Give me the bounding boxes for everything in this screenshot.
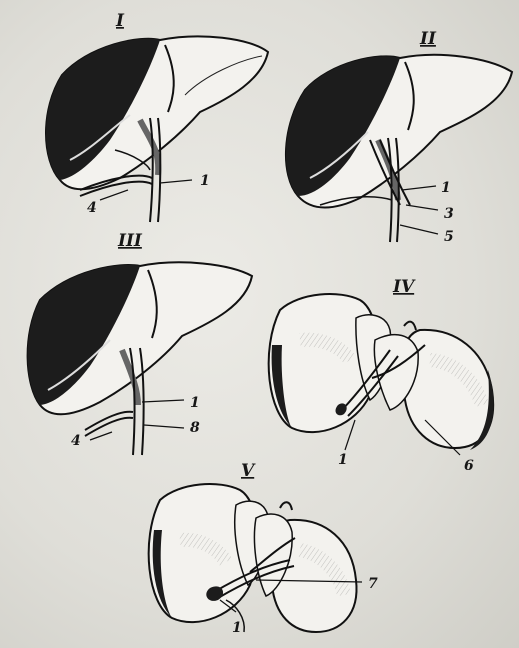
- figure-4-label: IV: [392, 277, 416, 297]
- figure-3-callout-8: 8: [190, 420, 200, 436]
- figure-3-label: III: [117, 231, 143, 251]
- figure-1-liver: [46, 36, 268, 222]
- figure-2-label: II: [419, 29, 437, 49]
- figure-1-callout-4: 4: [87, 200, 97, 216]
- figure-5-callout-7: 7: [368, 576, 378, 592]
- figure-4-liver: [269, 294, 494, 455]
- figure-1-label: I: [115, 11, 125, 31]
- figure-2-liver: [286, 55, 512, 242]
- figure-1-callout-1: 1: [200, 173, 210, 189]
- figure-2-callout-1: 1: [441, 180, 451, 196]
- figure-5-callout-1: 1: [232, 620, 242, 636]
- figure-3-callout-4: 4: [71, 433, 81, 449]
- figure-3-callout-1: 1: [190, 395, 200, 411]
- figure-4-callout-1: 1: [338, 452, 348, 468]
- figure-2-callout-5: 5: [444, 229, 454, 245]
- figure-5-label: V: [241, 461, 256, 481]
- figure-2-callout-3: 3: [444, 206, 454, 222]
- figure-4-callout-6: 6: [464, 458, 474, 474]
- figure-5-liver: [149, 484, 362, 632]
- figure-3-liver: [28, 262, 252, 455]
